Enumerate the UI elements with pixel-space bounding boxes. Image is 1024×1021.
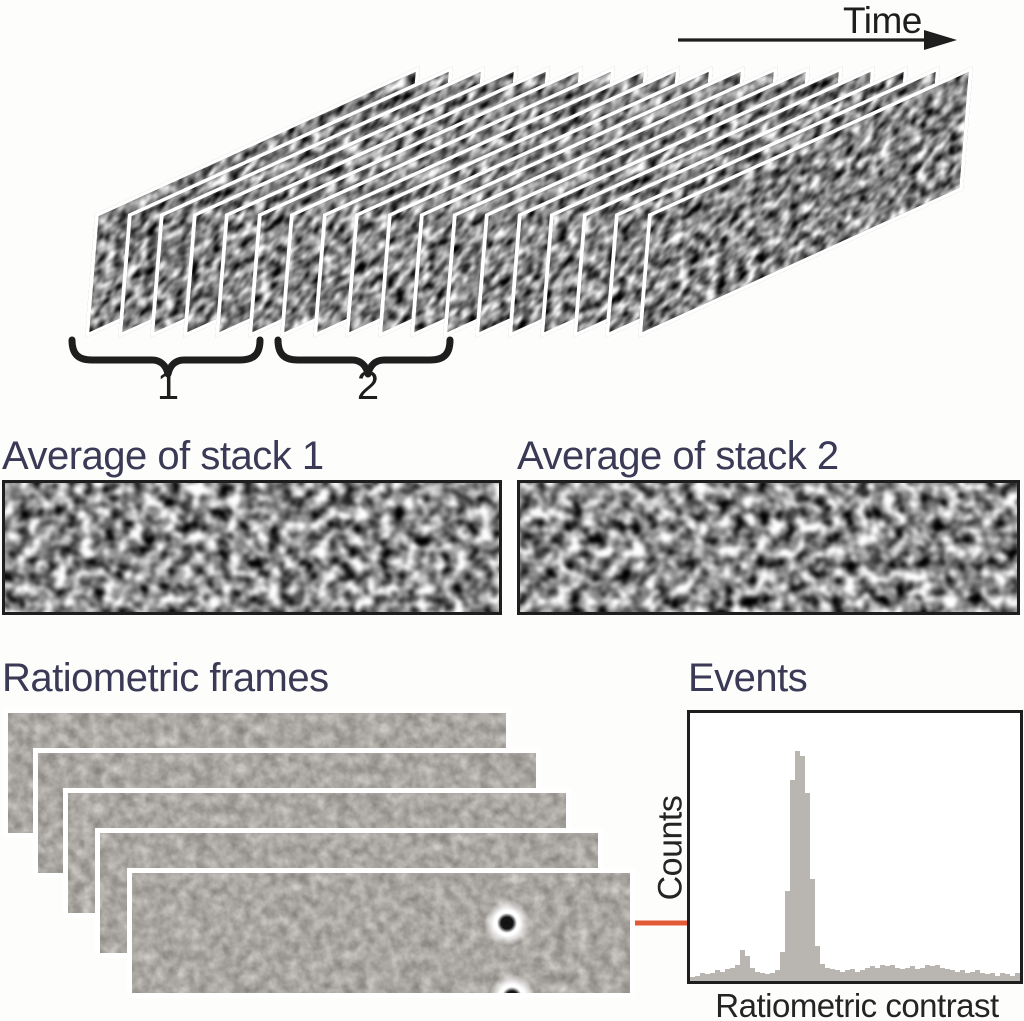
histogram-bar xyxy=(765,974,770,981)
histogram-bar xyxy=(965,972,970,981)
histogram-bar xyxy=(735,964,740,981)
histogram-bar xyxy=(805,793,810,981)
histogram-bar xyxy=(785,891,790,981)
events-histogram xyxy=(687,710,1023,984)
histogram-bar xyxy=(1000,972,1005,981)
ratiometric-frames-title: Ratiometric frames xyxy=(2,656,329,700)
stack-braces-icon xyxy=(68,336,454,378)
histogram-bar xyxy=(795,750,800,981)
histogram-bar xyxy=(770,972,775,981)
histogram-bar xyxy=(870,966,875,981)
histogram-bar xyxy=(995,975,1000,981)
histogram-bar xyxy=(885,966,890,981)
histogram-bar xyxy=(780,951,785,981)
average-stack-2-image xyxy=(517,480,1020,615)
histogram-bar xyxy=(730,967,735,981)
histogram-bar xyxy=(895,967,900,981)
histogram-bar xyxy=(875,967,880,981)
histogram-bar xyxy=(970,971,975,981)
histogram-bar xyxy=(800,755,805,981)
histogram-bar xyxy=(695,975,700,981)
histogram-bar xyxy=(745,955,750,981)
histogram-bar xyxy=(860,970,865,981)
x-axis-label: Ratiometric contrast xyxy=(715,987,999,1021)
histogram-bar xyxy=(930,966,935,981)
histogram-bars xyxy=(690,713,1020,981)
histogram-bar xyxy=(925,964,930,981)
stack-1-number: 1 xyxy=(156,364,180,408)
histogram-bar xyxy=(775,970,780,981)
histogram-bar xyxy=(830,968,835,981)
histogram-bar xyxy=(835,970,840,981)
histogram-bar xyxy=(985,974,990,981)
histogram-bar xyxy=(910,966,915,981)
histogram-bar xyxy=(960,970,965,981)
ratiometric-frame xyxy=(127,868,635,998)
histogram-bar xyxy=(755,971,760,981)
histogram-bar xyxy=(710,972,715,981)
histogram-bar xyxy=(740,950,745,981)
histogram-bar xyxy=(725,968,730,981)
histogram-bar xyxy=(1015,972,1020,981)
histogram-bar xyxy=(935,964,940,981)
average-stack-1-image xyxy=(2,480,502,615)
histogram-bar xyxy=(720,971,725,981)
histogram-bar xyxy=(980,972,985,981)
histogram-bar xyxy=(940,967,945,981)
histogram-bar xyxy=(820,963,825,981)
histogram-bar xyxy=(880,964,885,981)
y-axis-label: Counts xyxy=(651,795,690,901)
histogram-bar xyxy=(1010,975,1015,981)
histogram-bar xyxy=(975,970,980,981)
histogram-bar xyxy=(950,970,955,981)
histogram-bar xyxy=(845,970,850,981)
average-stack-1-title: Average of stack 1 xyxy=(2,434,324,478)
histogram-bar xyxy=(700,972,705,981)
histogram-bar xyxy=(690,976,695,981)
histogram-bar xyxy=(750,967,755,981)
time-axis-label: Time xyxy=(843,0,922,41)
histogram-bar xyxy=(915,968,920,981)
stack-2-number: 2 xyxy=(356,364,380,408)
histogram-bar xyxy=(905,967,910,981)
histogram-bar xyxy=(1005,974,1010,981)
histogram-bar xyxy=(955,971,960,981)
histogram-bar xyxy=(945,968,950,981)
histogram-bar xyxy=(790,780,795,981)
events-title: Events xyxy=(688,656,808,700)
histogram-bar xyxy=(705,974,710,981)
histogram-bar xyxy=(990,972,995,981)
histogram-bar xyxy=(760,972,765,981)
histogram-bar xyxy=(840,971,845,981)
time-arrow-icon xyxy=(678,30,957,50)
time-frame-sheet xyxy=(637,65,973,339)
histogram-bar xyxy=(900,968,905,981)
histogram-bar xyxy=(825,967,830,981)
histogram-bar xyxy=(815,946,820,981)
histogram-bar xyxy=(920,967,925,981)
histogram-bar xyxy=(865,967,870,981)
average-stack-2-title: Average of stack 2 xyxy=(517,434,839,478)
histogram-bar xyxy=(850,968,855,981)
histogram-bar xyxy=(810,879,815,981)
histogram-bar xyxy=(715,970,720,981)
histogram-bar xyxy=(855,971,860,981)
histogram-bar xyxy=(890,964,895,981)
